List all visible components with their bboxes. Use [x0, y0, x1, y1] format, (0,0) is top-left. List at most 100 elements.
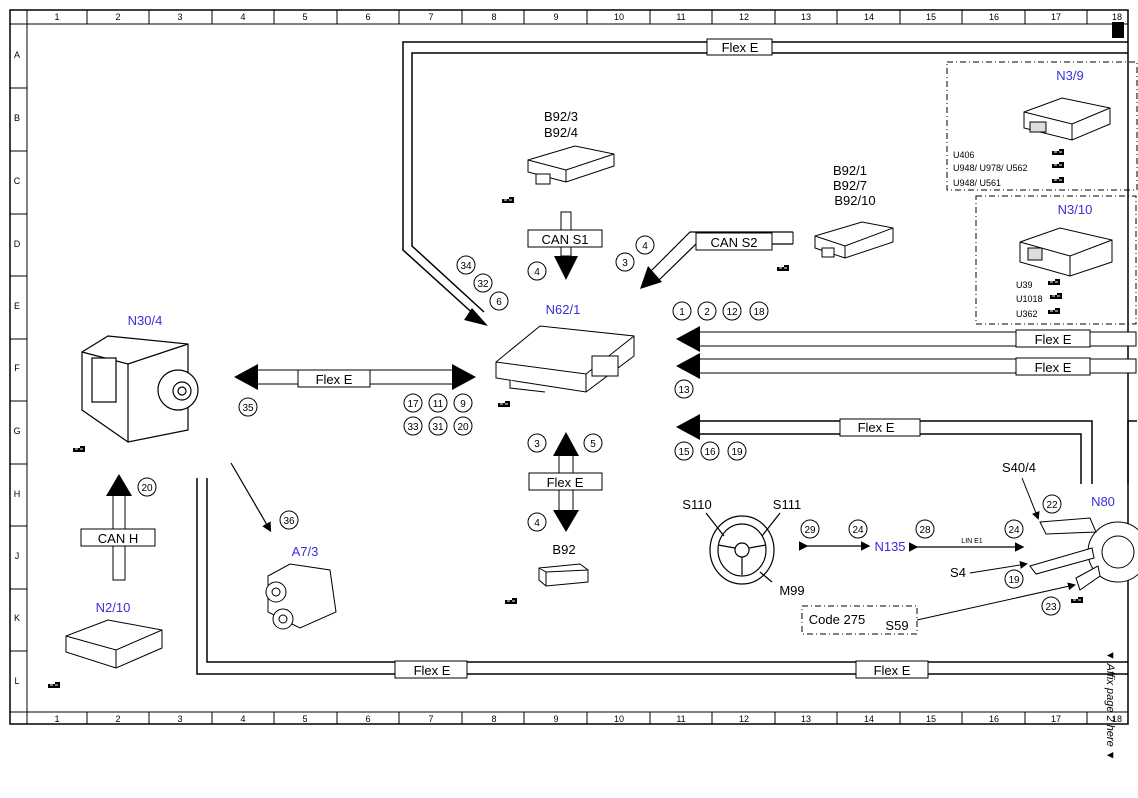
can-s2-box	[695, 232, 773, 251]
pointer-icon[interactable]	[504, 597, 518, 605]
svg-text:19: 19	[1008, 575, 1020, 586]
svg-text:4: 4	[534, 267, 540, 278]
callout-circle	[403, 393, 423, 413]
svg-text:2: 2	[115, 714, 120, 724]
n2-10-label: N2/10	[96, 600, 131, 615]
svg-text:1: 1	[679, 307, 685, 318]
svg-text:4: 4	[534, 518, 540, 529]
svg-text:8: 8	[491, 12, 496, 22]
flex-mid-box	[297, 369, 371, 388]
callout-circle	[527, 433, 547, 453]
svg-text:A: A	[14, 50, 20, 60]
svg-text:10: 10	[614, 714, 624, 724]
pointer-icon[interactable]	[47, 681, 61, 689]
svg-text:J: J	[15, 551, 20, 561]
svg-text:6: 6	[496, 297, 502, 308]
svg-text:36: 36	[283, 516, 295, 527]
flex-bottom-2-label: Flex E	[874, 663, 911, 678]
m99-label: M99	[779, 583, 804, 598]
svg-text:17: 17	[1051, 12, 1061, 22]
svg-text:22: 22	[1046, 500, 1058, 511]
can-s2-label: CAN S2	[711, 235, 758, 250]
svg-text:2: 2	[704, 307, 710, 318]
callout-circle	[137, 477, 157, 497]
svg-text:17: 17	[1051, 714, 1061, 724]
svg-text:12: 12	[739, 714, 749, 724]
flex-bottom-2-box	[855, 660, 929, 679]
svg-text:3: 3	[534, 439, 540, 450]
callout-circle	[453, 416, 473, 436]
n3-9-code-1: U406	[953, 150, 975, 160]
svg-text:6: 6	[365, 12, 370, 22]
svg-text:12: 12	[739, 12, 749, 22]
n3-9-code-2: U948/ U978/ U562	[953, 163, 1028, 173]
callout-circle	[700, 441, 720, 461]
pointer-icon[interactable]	[1047, 278, 1061, 286]
b92-3-label: B92/3	[544, 109, 578, 124]
code-275-label: Code 275	[809, 612, 865, 627]
s40-4-label: S40/4	[1002, 460, 1036, 475]
svg-text:31: 31	[432, 422, 444, 433]
s59-arrow	[916, 582, 1076, 621]
callout-circle	[674, 379, 694, 399]
pointer-icon[interactable]	[1051, 148, 1065, 156]
svg-text:24: 24	[1008, 525, 1020, 536]
callout-circle	[1042, 494, 1062, 514]
svg-text:12: 12	[726, 307, 738, 318]
n30-4-esp-icon	[81, 335, 199, 443]
svg-text:23: 23	[1045, 602, 1057, 613]
pointer-icon[interactable]	[1051, 161, 1065, 169]
pointer-icon[interactable]	[72, 445, 86, 453]
pointer-icon[interactable]	[776, 264, 790, 272]
svg-text:17: 17	[407, 399, 419, 410]
flex-right-1-box	[1015, 329, 1091, 348]
pointer-icon[interactable]	[501, 196, 515, 204]
n135-label: N135	[874, 539, 905, 554]
svg-text:7: 7	[428, 714, 433, 724]
pointer-icon[interactable]	[1049, 292, 1063, 300]
svg-text:11: 11	[433, 399, 444, 410]
b92-1-label: B92/1	[833, 163, 867, 178]
callout-circle	[697, 301, 717, 321]
svg-text:4: 4	[240, 12, 245, 22]
s110-label: S110	[682, 497, 711, 512]
n135-connections	[798, 541, 1025, 552]
callouts	[137, 235, 1062, 616]
svg-text:7: 7	[428, 12, 433, 22]
svg-text:4: 4	[642, 241, 648, 252]
svg-text:4: 4	[240, 714, 245, 724]
svg-text:3: 3	[177, 714, 182, 724]
svg-text:B: B	[14, 113, 20, 123]
svg-text:11: 11	[676, 12, 685, 22]
svg-text:14: 14	[864, 12, 874, 22]
b92-7-label: B92/7	[833, 178, 867, 193]
callout-circle	[527, 261, 547, 281]
pointer-icon[interactable]	[1070, 596, 1084, 604]
svg-text:F: F	[14, 363, 20, 373]
callout-circle	[672, 301, 692, 321]
svg-text:18: 18	[1112, 12, 1122, 22]
n3-10-box	[975, 195, 1137, 325]
can-h-label: CAN H	[98, 531, 138, 546]
svg-text:20: 20	[141, 483, 153, 494]
callout-circle	[1041, 596, 1061, 616]
svg-text:L: L	[14, 676, 19, 686]
pointer-icon[interactable]	[1051, 176, 1065, 184]
pointer-icon[interactable]	[497, 400, 511, 408]
svg-text:16: 16	[704, 447, 716, 458]
callout-circle	[674, 441, 694, 461]
flex-mid-label: Flex E	[316, 372, 353, 387]
flex-right-2-box	[1015, 357, 1091, 376]
flex-b92-label: Flex E	[547, 475, 584, 490]
n3-9-box	[946, 61, 1138, 191]
n2-10-module-icon	[65, 619, 163, 669]
svg-text:18: 18	[753, 307, 765, 318]
callout-circle	[238, 397, 258, 417]
callout-circle	[1004, 569, 1024, 589]
can-s1-label: CAN S1	[542, 232, 589, 247]
pointer-icon[interactable]	[1047, 307, 1061, 315]
callout-circle	[428, 393, 448, 413]
can-s1-box	[527, 229, 603, 248]
callout-circle	[722, 301, 742, 321]
n3-10-label: N3/10	[1058, 202, 1093, 217]
